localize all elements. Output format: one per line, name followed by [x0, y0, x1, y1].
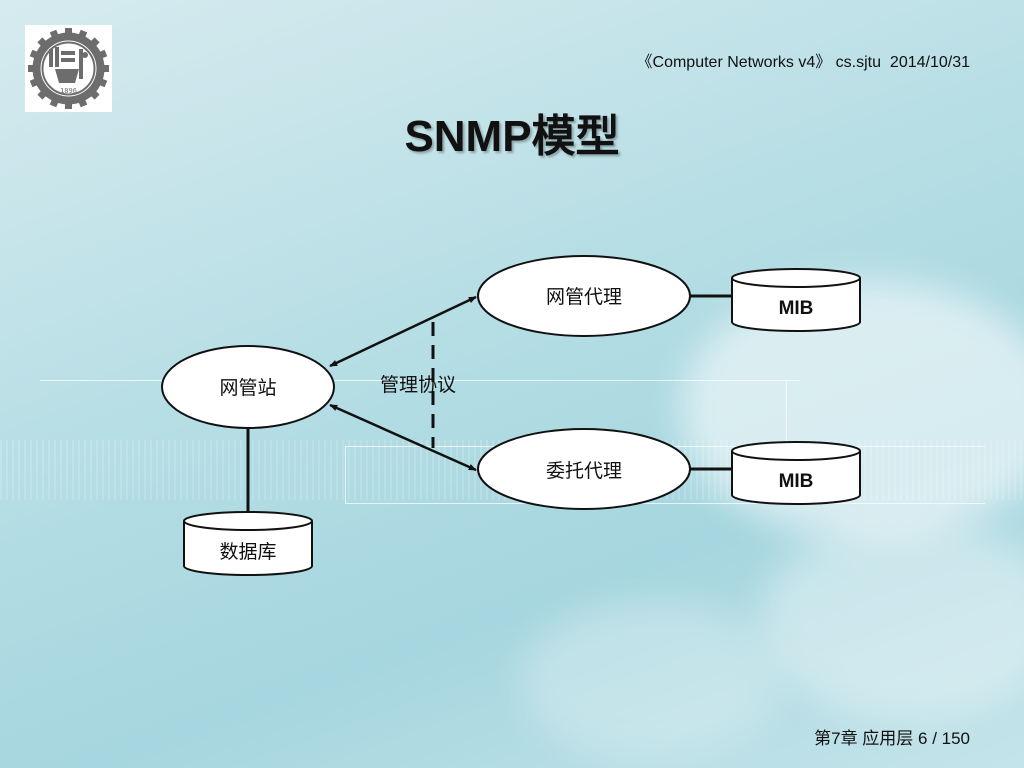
proxy-agent-label: 委托代理	[546, 460, 622, 482]
mib-top-node: MIB	[731, 268, 861, 332]
background-glow	[520, 600, 780, 760]
management-station-node: 网管站	[161, 345, 335, 429]
course-header: 《Computer Networks v4》 cs.sjtu 2014/10/3…	[636, 54, 970, 71]
arrow-station-proxy	[329, 403, 477, 472]
database-label: 数据库	[219, 541, 276, 563]
management-station-label: 网管站	[219, 377, 276, 399]
logo-year: 1896	[60, 87, 77, 95]
database-node: 数据库	[183, 511, 313, 576]
proxy-agent-node: 委托代理	[477, 428, 691, 510]
mib-bottom-node: MIB	[731, 441, 861, 505]
background-line	[786, 380, 787, 446]
background-line	[345, 503, 985, 504]
page-title: SNMP模型	[404, 112, 620, 161]
university-seal-icon: 1896	[25, 25, 112, 112]
background-line	[40, 380, 800, 381]
protocol-label: 管理协议	[380, 374, 456, 396]
page-footer: 第7章 应用层 6 / 150	[814, 729, 970, 748]
background-line	[345, 446, 346, 503]
management-agent-label: 网管代理	[546, 286, 622, 308]
mib-bottom-label: MIB	[779, 471, 814, 492]
mib-top-label: MIB	[779, 298, 814, 319]
management-agent-node: 网管代理	[477, 255, 691, 337]
arrow-station-agent	[329, 295, 477, 368]
background-glow	[760, 520, 1024, 720]
